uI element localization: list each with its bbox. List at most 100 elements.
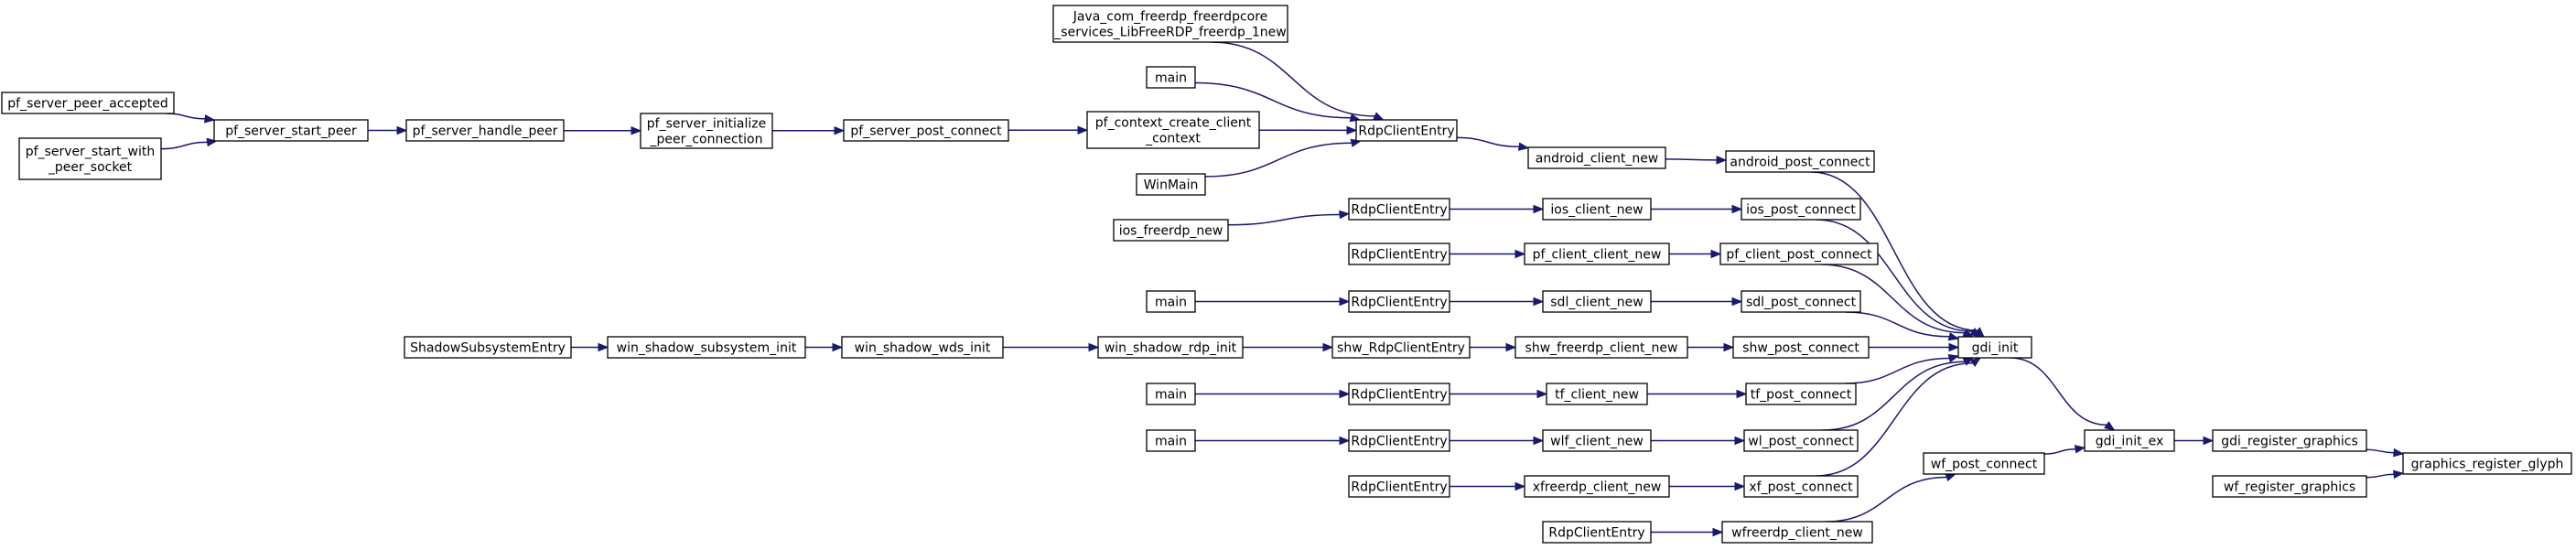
function-node-pf-client-client-new[interactable]: pf_client_client_new [1524,243,1670,265]
edge-line [1815,362,1973,477]
function-node-start-peer[interactable]: pf_server_start_peer [213,119,369,142]
function-node-winmain[interactable]: WinMain [1136,173,1206,196]
node-box [2084,429,2175,452]
function-node-win-shadow-rdp-init[interactable]: win_shadow_rdp_init [1097,336,1244,359]
function-node-shw-post-connect[interactable]: shw_post_connect [1732,336,1870,359]
function-node-shadow-entry[interactable]: ShadowSubsystemEntry [404,336,572,359]
function-node-win-shadow-subsystem-init[interactable]: win_shadow_subsystem_init [607,336,806,359]
function-node-ios-client-new[interactable]: ios_client_new [1542,198,1652,221]
function-node-pf-server-post-connect[interactable]: pf_server_post_connect [843,119,1009,142]
function-node-xf-post-connect[interactable]: xf_post_connect [1743,475,1859,498]
function-node-tf-post-connect[interactable]: tf_post_connect [1745,383,1857,405]
function-node-start-with-socket[interactable]: pf_server_start_with_peer_socket [18,137,162,180]
function-node-gdi-init-ex[interactable]: gdi_init_ex [2084,429,2175,452]
edge-arrowhead [1731,204,1743,214]
call-edge-rdp_sdl-to-sdl_client_new [1449,297,1545,307]
edge-line [1211,41,1375,117]
call-edge-pf_client_client_new-to-pf_client_post_connect [1669,249,1722,259]
function-node-wf-post-connect[interactable]: wf_post_connect [1923,452,2045,475]
call-edge-rdp_tf-to-tf_client_new [1450,389,1548,399]
function-node-wfreerdp-client-new[interactable]: wfreerdp_client_new [1721,521,1873,544]
node-label: shw_freerdp_client_new [1525,341,1678,356]
function-node-main-tf[interactable]: main [1146,383,1196,405]
node-label: ShadowSubsystemEntry [410,341,566,356]
edge-line [1227,213,1341,226]
function-node-android-client-new[interactable]: android_client_new [1527,146,1666,169]
function-node-shw-rdp-entry[interactable]: shw_RdpClientEntry [1331,336,1471,359]
function-node-java-new[interactable]: Java_com_freerdp_freerdpcore_services_Li… [1052,5,1288,43]
function-node-tf-client-new[interactable]: tf_client_new [1546,383,1648,405]
edge-line [1665,158,1718,161]
function-nodes: pf_server_peer_accepted pf_server_start_w… [1,5,2572,544]
node-box [1542,290,1652,313]
node-box [1743,429,1859,452]
call-edge-shw_post_connect-to-gdi_init [1869,342,1960,352]
node-box [607,336,806,359]
call-edge-ios_post_connect-to-gdi_init [1816,219,1981,338]
node-label: ios_post_connect [1746,203,1856,218]
function-node-peer-accepted[interactable]: pf_server_peer_accepted [1,92,175,114]
function-node-rdp-wf[interactable]: RdpClientEntry [1542,521,1652,544]
function-node-main-sdl[interactable]: main [1146,290,1196,313]
function-node-xfreerdp-client-new[interactable]: xfreerdp_client_new [1524,475,1670,498]
function-node-rdp-xf[interactable]: RdpClientEntry [1348,475,1450,498]
edge-arrowhead [1533,436,1545,446]
edge-arrowhead [1514,481,1526,491]
node-box [1732,336,1870,359]
edge-line [166,113,206,120]
node-box [2402,452,2572,475]
call-edge-main_tf-to-rdp_tf [1195,389,1351,399]
function-node-win-shadow-wds-init[interactable]: win_shadow_wds_init [841,336,1004,359]
function-node-wlf-client-new[interactable]: wlf_client_new [1542,429,1652,452]
node-label: wfreerdp_client_new [1731,526,1863,541]
function-node-rdp-tf[interactable]: RdpClientEntry [1348,383,1450,405]
function-node-sdl-client-new[interactable]: sdl_client_new [1542,290,1652,313]
node-label: xf_post_connect [1749,480,1853,495]
function-node-main-wlf[interactable]: main [1146,429,1196,452]
node-label: tf_client_new [1555,388,1639,403]
node-box [1743,475,1859,498]
node-label: RdpClientEntry [1351,480,1447,495]
edge-arrowhead [2393,469,2405,480]
edge-arrowhead [1346,125,1358,135]
edge-arrowhead [2104,421,2116,431]
function-node-handle-peer[interactable]: pf_server_handle_peer [405,119,565,142]
function-node-android-post-connect[interactable]: android_post_connect [1725,150,1875,173]
node-label: _peer_connection [649,133,762,147]
node-label: main [1155,435,1187,449]
node-label: pf_server_start_peer [225,124,357,139]
function-node-sdl-post-connect[interactable]: sdl_post_connect [1741,290,1861,313]
function-node-wl-post-connect[interactable]: wl_post_connect [1743,429,1859,452]
function-node-pf-context-create[interactable]: pf_context_create_client_context [1086,111,1260,149]
function-node-rdp-ios[interactable]: RdpClientEntry [1348,198,1450,221]
function-node-ios-freerdp-new[interactable]: ios_freerdp_new [1113,219,1229,242]
edge-arrowhead [1533,204,1545,214]
function-node-main-top[interactable]: main [1146,66,1196,89]
function-node-initialize-peer[interactable]: pf_server_initialize_peer_connection [640,113,773,149]
call-edge-handle_peer-to-initialize_peer [563,126,642,135]
node-label: gdi_init_ex [2096,435,2163,449]
edge-line [2010,357,2107,426]
edge-arrowhead [1505,342,1517,352]
edge-line [1826,476,1947,523]
function-node-rdp-sdl[interactable]: RdpClientEntry [1348,290,1450,313]
edge-arrowhead [1322,342,1334,352]
node-box [841,336,1004,359]
function-node-gdi-register-graphics[interactable]: gdi_register_graphics [2212,429,2367,452]
node-label: wlf_client_new [1550,435,1644,449]
edge-line [1456,136,1520,148]
edge-arrowhead [631,126,642,135]
function-node-pf-client-post-connect[interactable]: pf_client_post_connect [1719,243,1879,265]
function-node-rdp-pf[interactable]: RdpClientEntry [1348,243,1450,265]
edge-arrowhead [2393,448,2405,458]
function-node-rdp-wlf[interactable]: RdpClientEntry [1348,429,1450,452]
function-node-wf-register-graphics[interactable]: wf_register_graphics [2212,475,2367,498]
call-edge-rdp_wlf-to-wlf_client_new [1450,436,1545,446]
call-edge-java_new-to-rdp_android [1211,41,1385,121]
edge-arrowhead [1969,328,1981,338]
function-node-rdp-android[interactable]: RdpClientEntry [1355,119,1458,142]
function-node-shw-freerdp-client-new[interactable]: shw_freerdp_client_new [1514,336,1688,359]
function-node-gdi-init[interactable]: gdi_init [1957,336,2032,359]
function-node-ios-post-connect[interactable]: ios_post_connect [1741,198,1861,221]
